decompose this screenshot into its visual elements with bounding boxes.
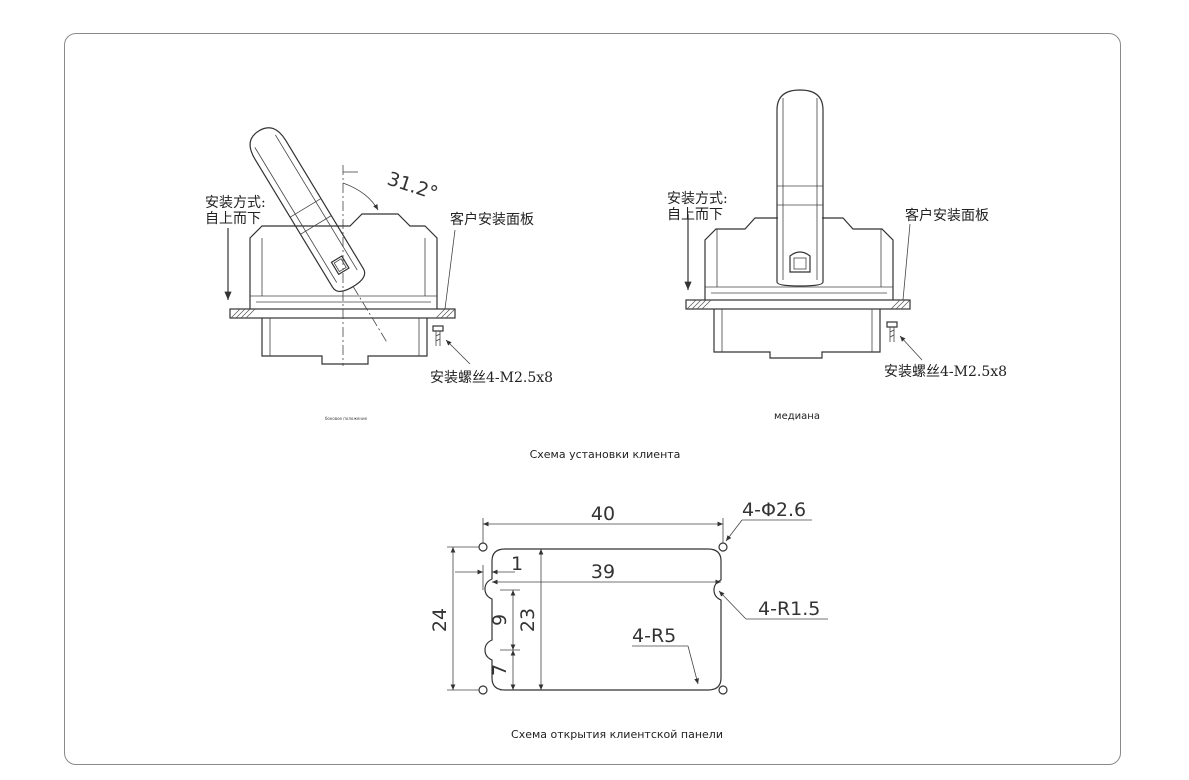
r5-label: 4-R5	[632, 625, 676, 647]
center-panel-plate	[685, 299, 911, 310]
side-panel-hatch-right	[435, 308, 456, 319]
dim-23-label: 23	[517, 608, 539, 632]
center-mount-label-2: 自上而下	[667, 207, 723, 223]
center-view-caption: медиана	[774, 411, 820, 422]
center-panel-hatch-left	[686, 299, 712, 310]
center-handle	[776, 89, 824, 287]
side-lower-body	[261, 318, 428, 365]
center-view: 安装方式: 自上而下 客户安装面板 安装螺丝4-M2.5x8	[667, 89, 1007, 380]
side-body-outline	[249, 213, 438, 309]
side-mount-label-1: 安装方式:	[205, 195, 266, 211]
dim-1-label: 1	[511, 553, 523, 575]
dim-40-label: 40	[591, 503, 615, 525]
hole-bottom-left	[478, 685, 488, 695]
angle-label: 31.2°	[384, 168, 440, 205]
holes-label: 4-Φ2.6	[742, 499, 806, 521]
side-screw-leader	[445, 339, 471, 365]
r5-leader	[687, 645, 699, 685]
dim-24-label: 24	[429, 608, 451, 632]
hole-top-left	[478, 542, 488, 552]
side-panel-hatch-left	[230, 308, 256, 319]
hole-top-right	[718, 542, 728, 552]
holes-leader	[725, 519, 743, 542]
r15-label: 4-R1.5	[758, 598, 820, 620]
center-panel-label: 客户安装面板	[905, 207, 989, 224]
center-mount-label-1: 安装方式:	[667, 191, 728, 207]
center-screw-icon	[886, 321, 898, 342]
side-panel-label: 客户安装面板	[450, 211, 534, 228]
center-screw-label: 安装螺丝4-M2.5x8	[884, 364, 1007, 380]
cutout-scheme-caption: Схема открытия клиентской панели	[511, 728, 723, 741]
r15-leader	[718, 590, 747, 620]
cutout-outline	[484, 548, 722, 691]
side-panel-leader	[444, 229, 456, 310]
side-view-caption: боковое положение	[324, 416, 368, 421]
center-panel-hatch-right	[890, 299, 911, 310]
dim-7-label: 7	[489, 664, 511, 676]
center-lower-body	[713, 309, 881, 359]
dim-9-label: 9	[489, 614, 511, 626]
hole-bottom-right	[718, 685, 728, 695]
dim-39-label: 39	[591, 561, 615, 583]
side-handle	[249, 127, 388, 343]
drawing-frame	[64, 33, 1121, 765]
install-scheme-caption: Схема установки клиента	[529, 448, 681, 461]
cutout-drawing: 40 4-Φ2.6 1 39 4-R1.5 24 23 9 7	[429, 499, 828, 695]
side-mount-label-2: 自上而下	[205, 211, 261, 227]
center-body-outline	[704, 217, 894, 300]
side-screw-icon	[432, 325, 444, 346]
center-panel-leader	[902, 223, 911, 301]
side-panel-plate	[229, 308, 456, 319]
side-view: 31.2° 安装方式: 自上而下 客户安装面板 安装螺丝4-M2.5x8	[205, 127, 553, 386]
side-screw-label: 安装螺丝4-M2.5x8	[430, 370, 553, 386]
angle-arc	[342, 182, 379, 211]
center-screw-leader	[899, 335, 923, 361]
